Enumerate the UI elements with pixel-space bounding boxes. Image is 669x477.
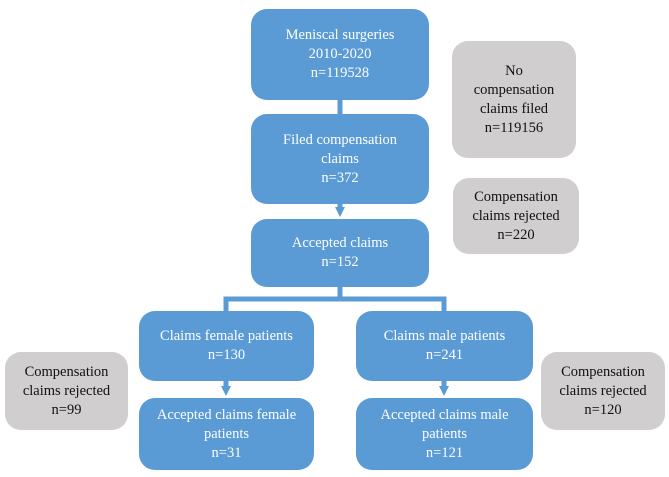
box-text-line: n=31 <box>211 444 242 461</box>
meniscal-surgeries-box: Meniscal surgeries 2010-2020 n=119528 <box>251 9 429 100</box>
box-text-line: claims rejected <box>472 207 560 224</box>
box-text-line: claims <box>321 150 359 167</box>
box-text-line: Compensation <box>474 188 558 205</box>
box-text-line: Accepted claims <box>291 235 389 251</box>
accepted-claims-female-box: Accepted claims female patients n=31 <box>139 398 314 470</box>
box-text-line: 2010-2020 <box>308 46 372 62</box>
box-text-line: n=99 <box>51 401 82 418</box>
box-text-line: n=119156 <box>484 119 544 136</box>
box-text-line: n=130 <box>207 347 246 363</box>
box-text-line: claims rejected <box>22 382 111 399</box>
box-text-line: patients <box>421 425 468 442</box>
box-text-line: Accepted claims male <box>380 406 509 423</box>
box-text-line: Filed compensation <box>283 131 397 148</box>
box-text-line: compensation <box>473 81 555 98</box>
box-text-line: n=121 <box>425 444 464 461</box>
box-text-line: Compensation <box>24 363 109 380</box>
box-text-line: Claims male patients <box>383 328 506 344</box>
no-compensation-claims-box: No compensation claims filed n=119156 <box>452 41 576 158</box>
claims-female-patients-box: Claims female patients n=130 <box>139 311 314 381</box>
box-text-line: Compensation <box>561 363 645 380</box>
connector-accepted-split-right <box>340 296 447 311</box>
box-text-line: Meniscal surgeries <box>285 27 395 43</box>
box-text-line: n=120 <box>584 401 622 418</box>
box-text-line: Accepted claims female <box>156 406 297 423</box>
box-text-line: No <box>505 62 523 79</box>
box-text-line: claims rejected <box>559 382 647 399</box>
box-text-line: n=119528 <box>310 65 370 81</box>
claims-rejected-total-box: Compensation claims rejected n=220 <box>453 178 579 254</box>
connector-accepted-split <box>223 287 343 311</box>
box-text-line: n=241 <box>425 347 464 363</box>
box-text-line: Claims female patients <box>160 328 293 344</box>
box-text-line: patients <box>203 425 250 442</box>
claims-rejected-female-box: Compensation claims rejected n=99 <box>5 352 128 430</box>
box-text-line: n=152 <box>321 254 359 270</box>
accepted-claims-box: Accepted claims n=152 <box>251 219 429 287</box>
claims-rejected-male-box: Compensation claims rejected n=120 <box>541 352 665 430</box>
box-text-line: n=372 <box>321 169 359 186</box>
claims-male-patients-box: Claims male patients n=241 <box>356 311 533 381</box>
filed-compensation-claims-box: Filed compensation claims n=372 <box>251 114 429 204</box>
box-text-line: n=220 <box>497 226 535 243</box>
box-text-line: claims filed <box>479 100 549 117</box>
accepted-claims-male-box: Accepted claims male patients n=121 <box>356 398 533 470</box>
